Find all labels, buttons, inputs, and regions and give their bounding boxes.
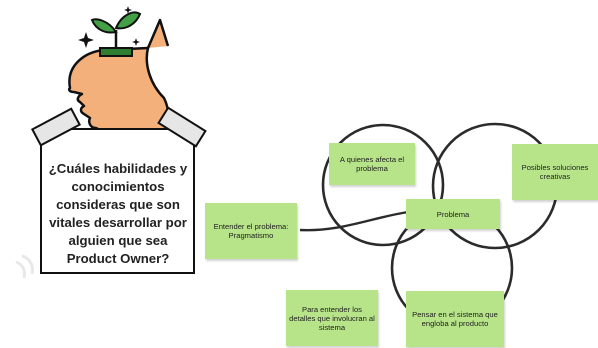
- note-understand-label: Entender el problema: Pragmatismo: [213, 222, 289, 240]
- note-problem: Problema: [406, 199, 500, 229]
- note-solutions: Posibles soluciones creativas: [512, 144, 598, 200]
- connector-line: [299, 210, 409, 232]
- note-details-label: Para entender los detalles que involucra…: [289, 304, 375, 332]
- note-system-label: Pensar en el sistema que engloba al prod…: [412, 310, 498, 328]
- note-solutions-label: Posibles soluciones creativas: [521, 163, 589, 181]
- note-system: Pensar en el sistema que engloba al prod…: [406, 291, 504, 347]
- note-affected: A quienes afecta el problema: [329, 143, 415, 185]
- note-details: Para entender los detalles que involucra…: [286, 290, 378, 346]
- note-problem-label: Problema: [436, 209, 470, 219]
- note-understand: Entender el problema: Pragmatismo: [205, 203, 297, 259]
- note-affected-label: A quienes afecta el problema: [339, 155, 405, 173]
- plant-icon: [90, 11, 142, 57]
- question-text: ¿Cuáles habilidades y conocimientos cons…: [48, 161, 188, 266]
- decorative-marks: [15, 254, 34, 279]
- sparkle-icon: [78, 6, 140, 48]
- venn-circle-left: [321, 123, 445, 247]
- question-card: [40, 128, 195, 274]
